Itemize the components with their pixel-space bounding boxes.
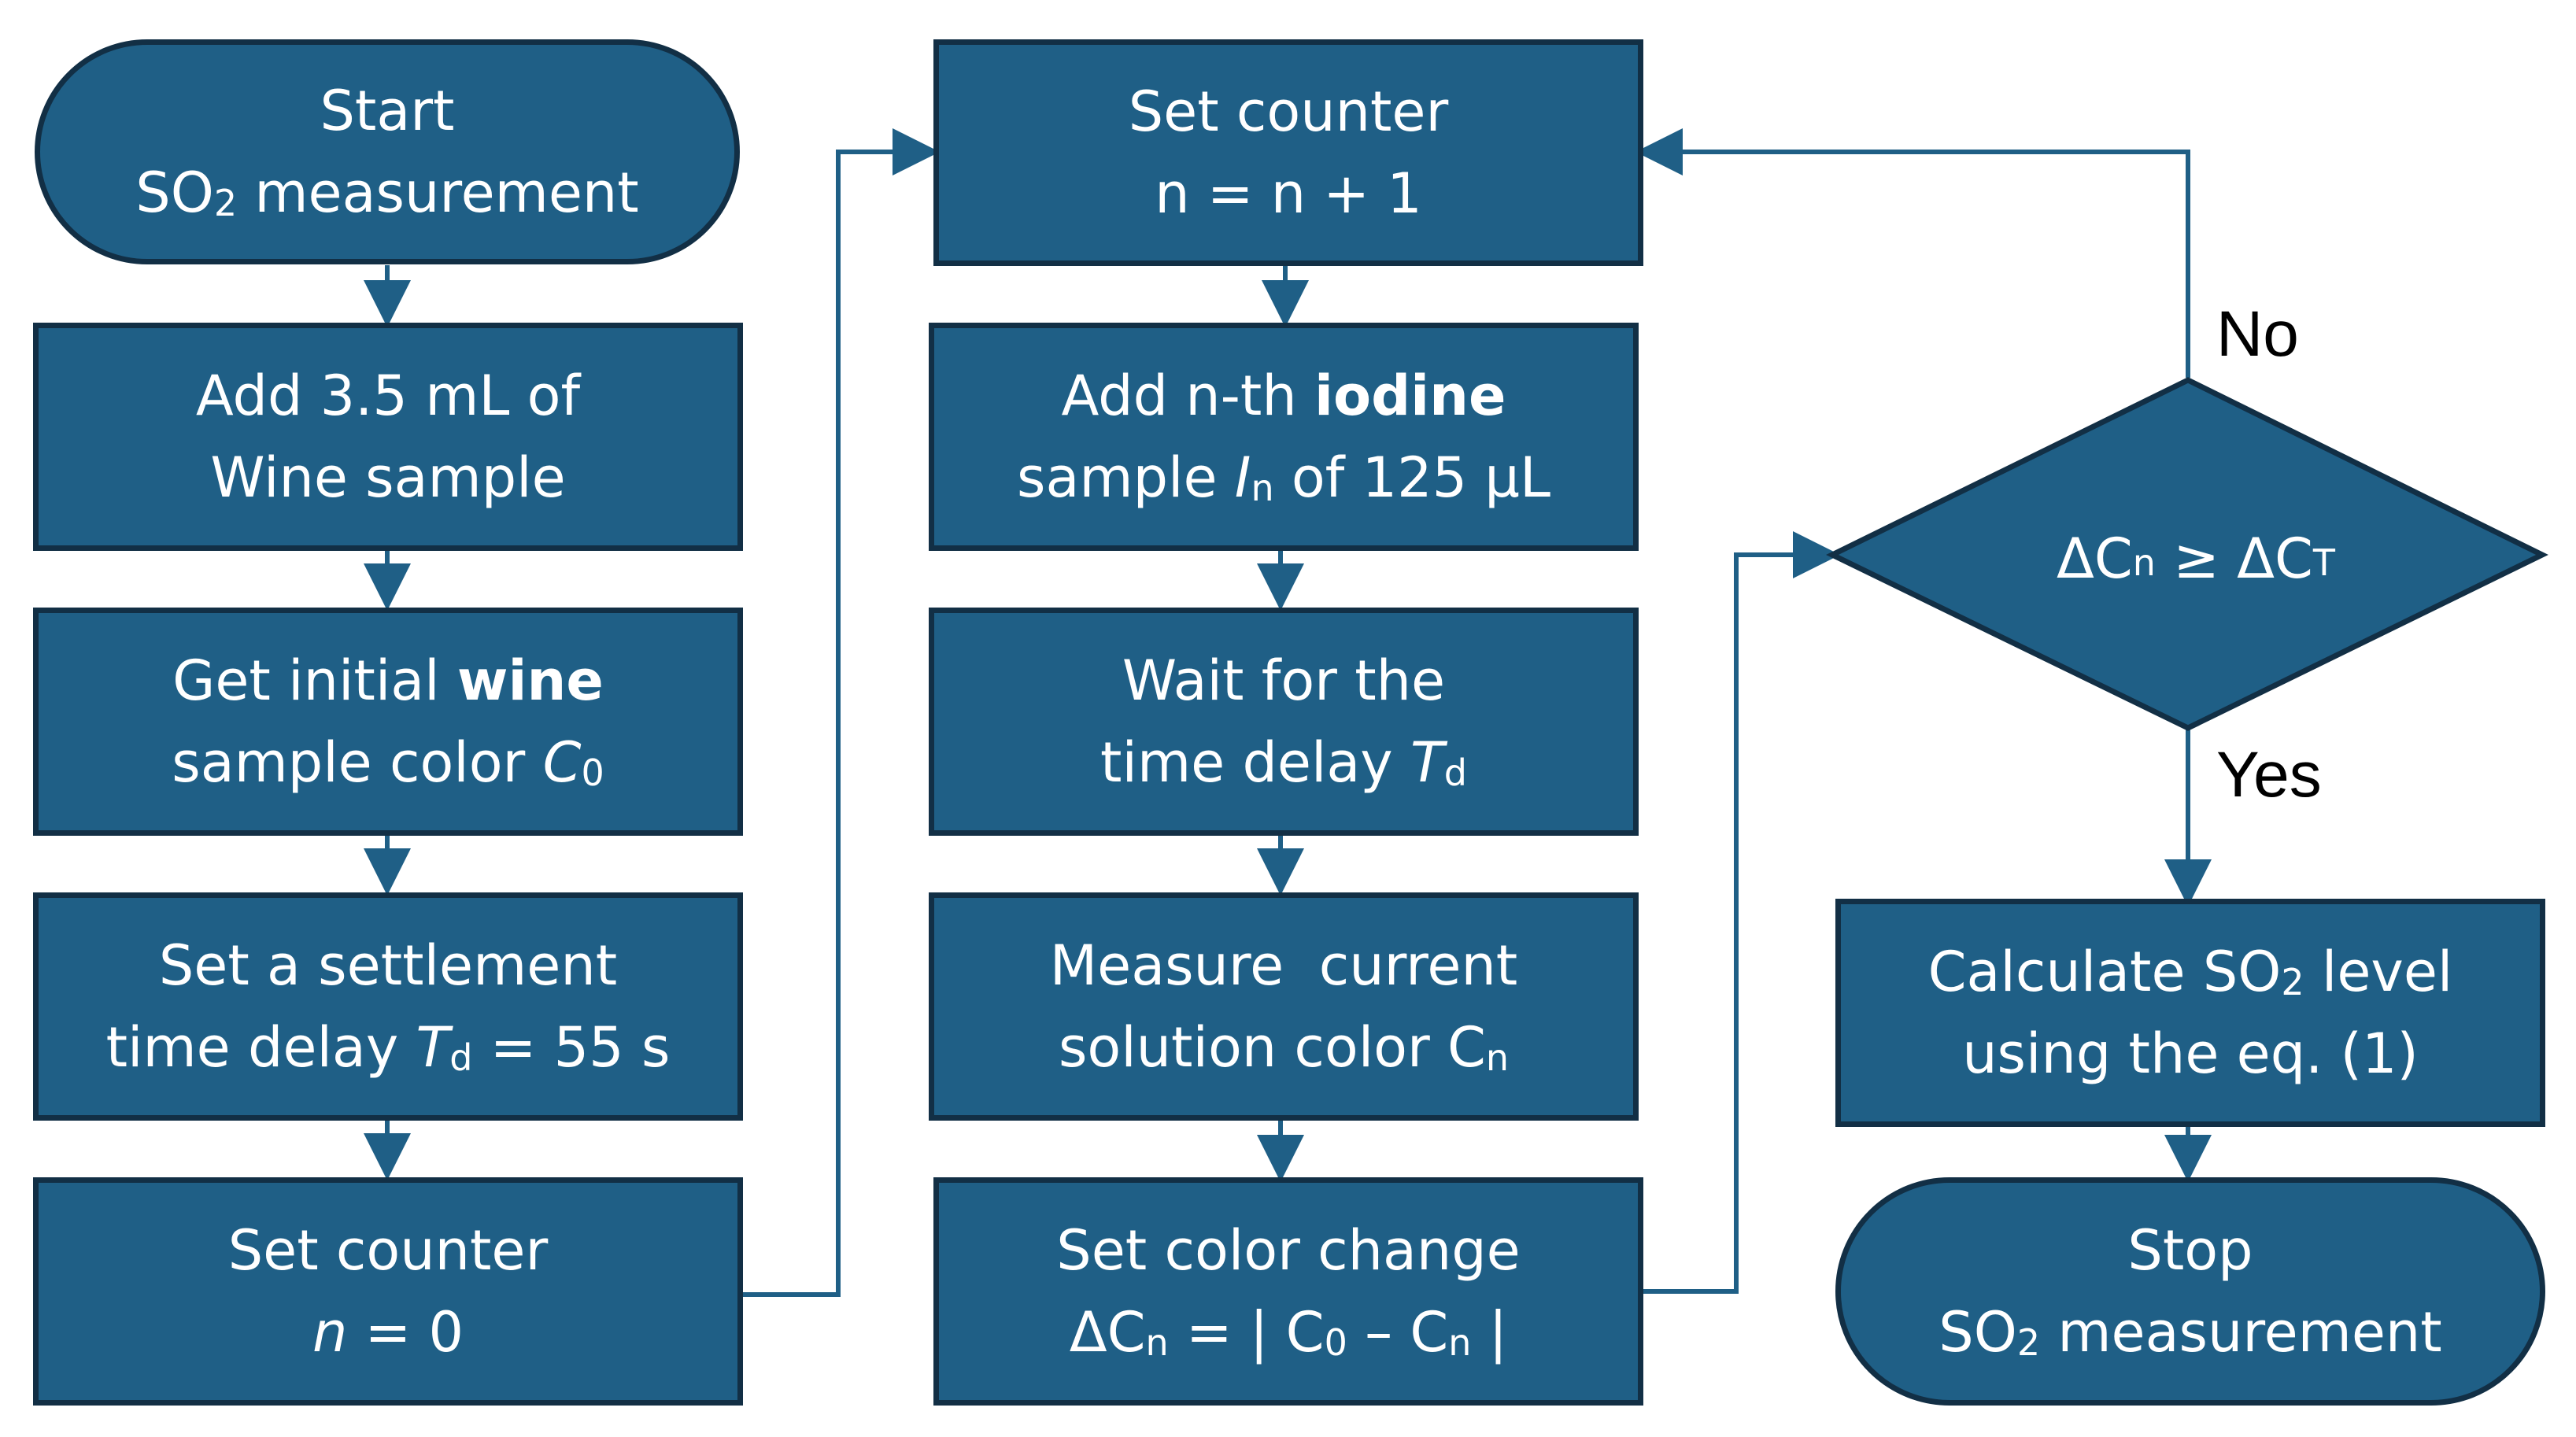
branch-no-label: No [2216,298,2299,370]
counter-inc-step: Set counter n = n + 1 [933,39,1643,266]
arrow-counter0-to-counter-inc [741,128,940,1297]
arrow-color-change-to-decision [1642,531,1840,1294]
color-change-line1: Set color change [1056,1218,1521,1283]
wait-line1: Wait for the [1122,648,1446,713]
get-color-line2: sample color C0 [172,730,604,795]
color-change-line2: ΔCn = | C0 – Cn | [1069,1300,1508,1365]
add-wine-line2: Wine sample [210,445,566,510]
color-change-step: Set color change ΔCn = | C0 – Cn | [933,1177,1643,1406]
stop-line1: Stop [2127,1218,2253,1283]
add-wine-line1: Add 3.5 mL of [195,364,581,428]
calculate-line2: using the eq. (1) [1962,1021,2419,1086]
start-line1: Start [320,79,455,143]
add-iodine-step: Add n-th iodine sample In of 125 µL [929,323,1639,551]
decision-diamond [1826,377,2548,731]
stop-node: Stop SO2 measurement [1835,1177,2545,1406]
measure-step: Measure current solution color Cn [929,892,1639,1121]
calculate-step: Calculate SO2 level using the eq. (1) [1835,899,2545,1127]
counter0-step: Set counter n = 0 [33,1177,743,1406]
start-node: Start SO2 measurement [35,39,740,264]
counter0-line2: n = 0 [312,1300,464,1365]
calculate-line1: Calculate SO2 level [1927,940,2453,1004]
counter-inc-line2: n = n + 1 [1155,161,1422,226]
arrow-decision-no-to-counter-inc [1635,128,2190,378]
settle-line1: Set a settlement [158,933,618,998]
start-line2: SO2 measurement [135,161,639,225]
stop-line2: SO2 measurement [1938,1300,2442,1365]
get-color-line1: Get initial wine [172,648,604,713]
add-wine-step: Add 3.5 mL of Wine sample [33,323,743,551]
measure-line2: solution color Cn [1058,1015,1510,1080]
branch-yes-label: Yes [2216,739,2322,811]
measure-line1: Measure current [1049,933,1518,998]
add-iodine-line2: sample In of 125 µL [1017,445,1550,510]
settle-line2: time delay Td = 55 s [105,1015,671,1080]
counter-inc-line1: Set counter [1128,79,1449,144]
wait-line2: time delay Td [1100,730,1467,795]
get-color-step: Get initial wine sample color C0 [33,608,743,836]
add-iodine-line1: Add n-th iodine [1061,364,1506,428]
wait-step: Wait for the time delay Td [929,608,1639,836]
settle-step: Set a settlement time delay Td = 55 s [33,892,743,1121]
counter0-line1: Set counter [227,1218,549,1283]
